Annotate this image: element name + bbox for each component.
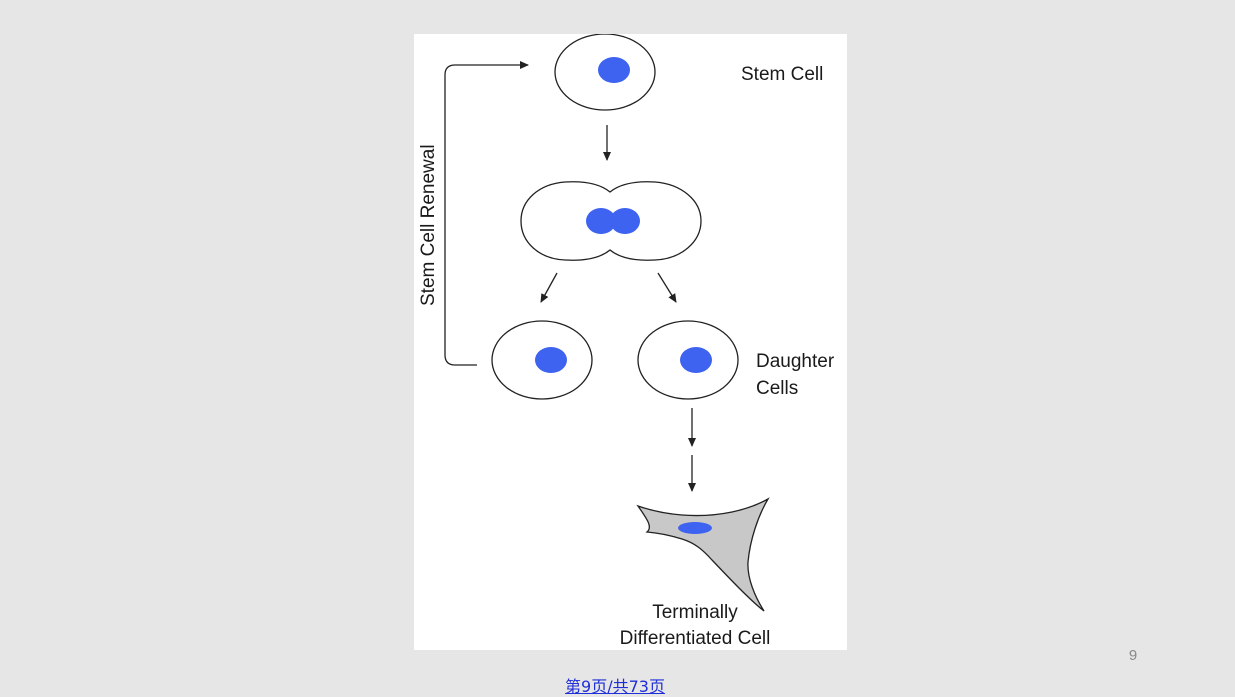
differentiated-nucleus xyxy=(678,522,712,534)
daughter-cell-left xyxy=(491,320,593,400)
daughter-right-nucleus xyxy=(680,347,712,373)
daughter-cell-right xyxy=(637,320,739,400)
slide-number: 9 xyxy=(1128,647,1138,664)
terminal-label-line2: Differentiated Cell xyxy=(620,628,771,649)
stem-cell-nucleus xyxy=(598,57,630,83)
arrow-to-right-daughter xyxy=(657,272,677,303)
diagram-panel: Stem Cell Daughter Cells xyxy=(414,34,847,650)
dividing-nucleus-left xyxy=(586,208,616,234)
stem-cell-label: Stem Cell xyxy=(741,64,823,85)
daughter-cells-label-line1: Daughter xyxy=(756,351,835,372)
stem-cell xyxy=(554,34,656,111)
daughter-left-nucleus xyxy=(535,347,567,373)
renewal-loop-arrow xyxy=(444,61,529,366)
terminal-label-line1: Terminally xyxy=(652,602,738,623)
stem-cell-diagram: Stem Cell Daughter Cells xyxy=(418,34,835,649)
page-footer-link[interactable]: 第9页/共73页 xyxy=(565,677,665,696)
dividing-cell xyxy=(520,181,702,261)
arrow-to-left-daughter xyxy=(540,272,558,303)
terminally-differentiated-cell xyxy=(636,497,770,612)
daughter-cells-label-line2: Cells xyxy=(756,378,798,399)
renewal-label: Stem Cell Renewal xyxy=(418,144,439,306)
dividing-nucleus-right xyxy=(610,208,640,234)
